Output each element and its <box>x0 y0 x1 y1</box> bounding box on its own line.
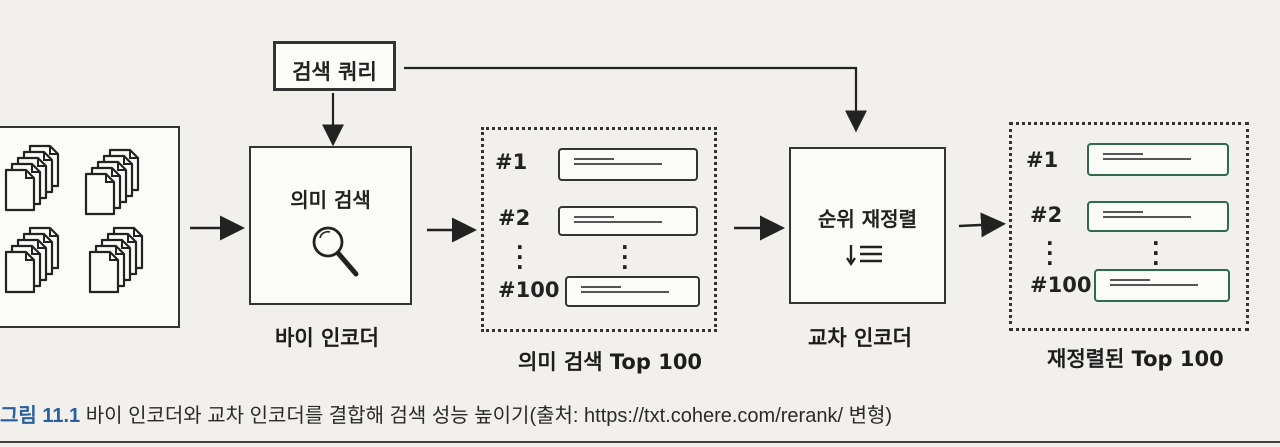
arrow-icon <box>958 212 1006 238</box>
figure-caption-text: 바이 인코더와 교차 인코더를 결합해 검색 성능 높이기(출처: https:… <box>80 405 893 427</box>
query-arrow-rerank <box>404 66 867 133</box>
rank-100: #100 <box>498 278 560 302</box>
ellipsis-dots: ··· <box>516 235 524 279</box>
reranked-rank-1: #1 <box>1026 148 1059 172</box>
bi-encoder-label: 바이 인코더 <box>275 326 379 350</box>
reranked-results-caption: 재정렬된 Top 100 <box>1047 347 1224 371</box>
rerank-title: 순위 재정렬 <box>818 207 917 231</box>
cross-encoder-label: 교차 인코더 <box>808 326 912 350</box>
document-stack-icon <box>6 146 58 210</box>
document-stack-icon <box>86 150 138 214</box>
reranked-card-2 <box>1087 201 1229 232</box>
result-card-2 <box>558 206 698 236</box>
rank-2: #2 <box>498 206 531 230</box>
magnifier-icon <box>312 226 359 277</box>
search-query-label: 검색 쿼리 <box>292 60 377 84</box>
reranked-rank-2: #2 <box>1030 203 1063 227</box>
ellipsis-dots: ··· <box>1046 231 1054 275</box>
semantic-search-box: 의미 검색 <box>249 146 412 305</box>
search-query-box: 검색 쿼리 <box>273 41 396 91</box>
result-card-100 <box>565 276 700 307</box>
sort-descending-icon <box>846 245 882 266</box>
reranked-card-100 <box>1094 269 1230 302</box>
figure-number: 그림 11.1 <box>0 405 81 427</box>
semantic-search-title: 의미 검색 <box>290 188 371 212</box>
reranked-card-1 <box>1087 143 1229 176</box>
figure-caption: 그림 11.1 바이 인코더와 교차 인코더를 결합해 검색 성능 높이기(출처… <box>0 399 892 428</box>
top-results-box <box>481 127 717 332</box>
document-stack-icon <box>90 228 142 292</box>
document-stack-icon <box>6 228 58 292</box>
caption-rule <box>0 441 1280 443</box>
ellipsis-dots: ··· <box>1152 231 1160 275</box>
reranked-rank-100: #100 <box>1030 273 1092 297</box>
result-card-1 <box>558 148 698 181</box>
rerank-box: 순위 재정렬 <box>789 147 946 304</box>
top-results-caption: 의미 검색 Top 100 <box>518 350 703 374</box>
rank-1: #1 <box>495 150 528 174</box>
reranked-results-box <box>1009 122 1249 331</box>
ellipsis-dots: ··· <box>621 235 629 279</box>
